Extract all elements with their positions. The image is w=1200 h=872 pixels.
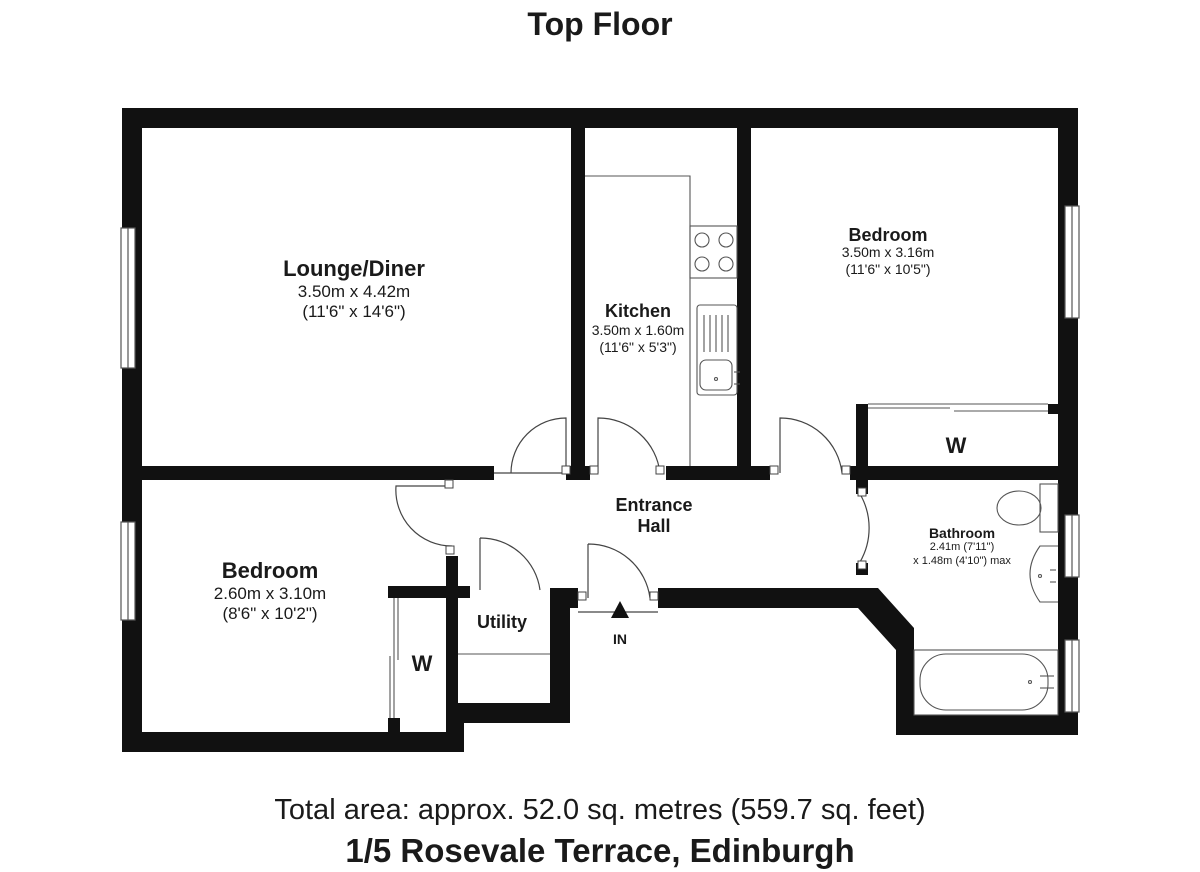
bedroom-right-size-metric: 3.50m x 3.16m	[841, 244, 935, 260]
bedroom-left-size-metric: 2.60m x 3.10m	[213, 584, 327, 603]
door-kitchen	[597, 417, 661, 474]
wardrobe-left-label: W	[411, 651, 433, 676]
walls	[122, 108, 1078, 752]
bathroom-size-line1: 2.41m (7'11")	[929, 541, 995, 553]
bathroom-name: Bathroom	[928, 525, 996, 541]
address: 1/5 Rosevale Terrace, Edinburgh	[345, 832, 855, 869]
lounge-size-metric: 3.50m x 4.42m	[297, 282, 411, 301]
door-utility	[479, 537, 541, 591]
wardrobe-right-label: W	[945, 433, 967, 458]
hall-name-line2: Hall	[637, 516, 671, 536]
kitchen-size-imperial: (11'6" x 5'3")	[599, 339, 677, 355]
utility-name: Utility	[476, 612, 527, 632]
toilet-bowl	[996, 490, 1042, 526]
windows	[120, 205, 1080, 713]
bathroom-fittings	[913, 483, 1059, 716]
entrance-arrow	[611, 601, 629, 618]
door-bedroom-right	[779, 417, 843, 474]
toilet-cistern	[1039, 483, 1059, 533]
door-bedroom-left	[395, 485, 453, 547]
entrance-label: IN	[613, 631, 627, 647]
doors	[395, 417, 870, 599]
page-title: Top Floor	[527, 6, 673, 42]
basin	[1029, 545, 1058, 603]
door-jambs	[444, 465, 867, 601]
bathroom-size-line2: x 1.48m (4'10") max	[913, 555, 1011, 567]
wardrobe-fittings	[389, 403, 1048, 718]
lounge-name: Lounge/Diner	[283, 256, 425, 281]
kitchen-name: Kitchen	[604, 301, 671, 321]
kitchen-fittings	[585, 175, 740, 466]
lounge-size-imperial: (11'6" x 14'6")	[302, 302, 406, 321]
kitchen-size-metric: 3.50m x 1.60m	[591, 322, 685, 338]
door-entrance	[587, 543, 651, 599]
sink	[696, 304, 738, 396]
door-lounge	[494, 417, 567, 474]
bath	[913, 649, 1059, 716]
door-bathroom	[859, 493, 870, 563]
bedroom-right-name: Bedroom	[848, 225, 928, 245]
bedroom-right-size-imperial: (11'6" x 10'5")	[845, 261, 931, 277]
total-area: Total area: approx. 52.0 sq. metres (559…	[274, 794, 926, 826]
bedroom-left-size-imperial: (8'6" x 10'2")	[222, 604, 318, 623]
hob	[689, 225, 738, 279]
hall-name-line1: Entrance	[615, 495, 693, 515]
bedroom-left-name: Bedroom	[221, 558, 319, 583]
